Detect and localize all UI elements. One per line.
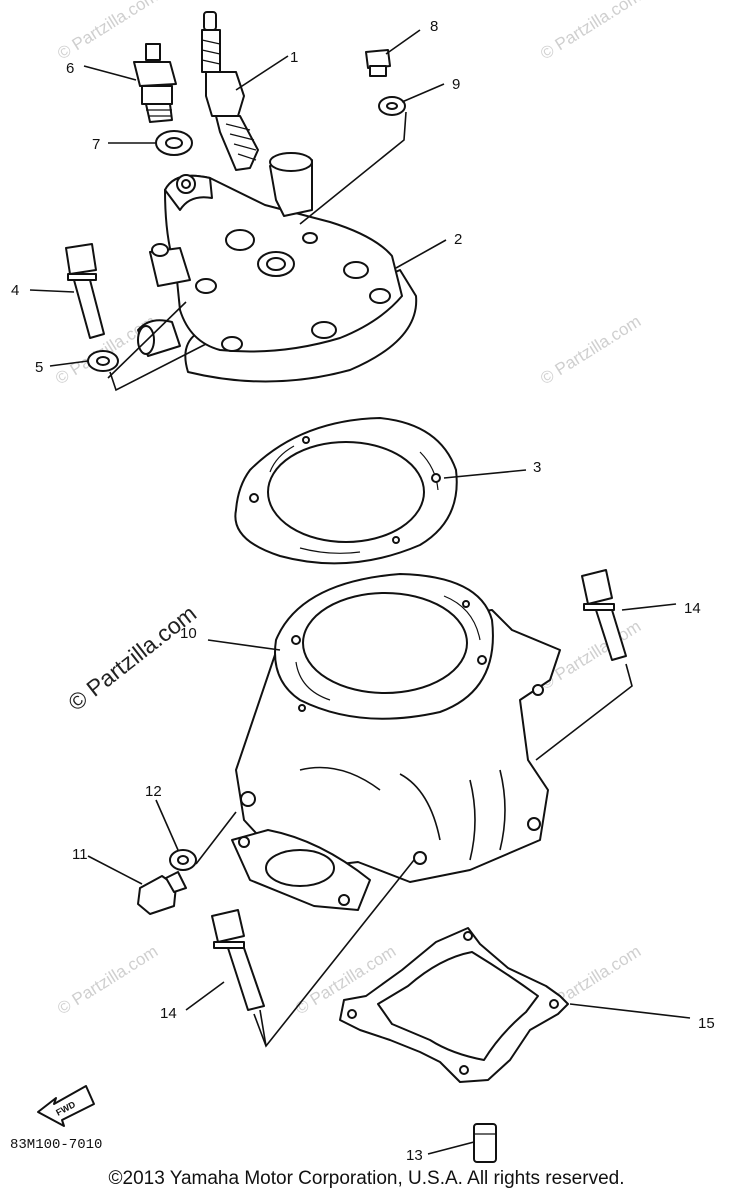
callout-5: 5 xyxy=(35,359,43,376)
diagram-ref-number: 83M100-7010 xyxy=(10,1137,102,1153)
dowel-pin-part xyxy=(473,1123,497,1163)
watermark: © Partzilla.com xyxy=(537,0,644,63)
callout-4: 4 xyxy=(11,282,19,299)
callout-6: 6 xyxy=(66,60,74,77)
washer-part-7 xyxy=(155,130,193,156)
bolt-part-4 xyxy=(65,243,105,339)
callout-13: 13 xyxy=(406,1147,423,1164)
head-gasket-part xyxy=(234,417,458,565)
watermark-main: © Partzilla.com xyxy=(63,600,201,716)
callout-9: 9 xyxy=(452,76,460,93)
washer-part-5 xyxy=(87,350,119,372)
bolt-part-11 xyxy=(137,871,187,915)
callout-2: 2 xyxy=(454,231,462,248)
watermark: © Partzilla.com xyxy=(54,942,161,1019)
callout-1: 1 xyxy=(290,49,298,66)
washer-part-9 xyxy=(378,96,406,116)
bolt-part-14-upper xyxy=(581,569,627,661)
copyright-text: ©2013 Yamaha Motor Corporation, U.S.A. A… xyxy=(108,1168,625,1189)
spark-plug-part xyxy=(201,11,259,171)
bolt-part-8 xyxy=(365,49,391,77)
washer-part-12 xyxy=(169,849,197,871)
callout-8: 8 xyxy=(430,18,438,35)
callout-11: 11 xyxy=(72,846,88,863)
fwd-arrow-icon: FWD xyxy=(37,1085,95,1127)
callout-15: 15 xyxy=(698,1015,715,1032)
callouts: 1 2 3 4 5 6 7 8 9 10 11 12 13 14 14 15 xyxy=(11,18,715,1164)
base-gasket-part xyxy=(339,927,569,1083)
callout-14-lower: 14 xyxy=(160,1005,177,1022)
leader-lines xyxy=(29,29,691,1155)
watermark: © Partzilla.com xyxy=(537,312,644,389)
temp-sensor-part xyxy=(133,43,177,123)
callout-10: 10 xyxy=(180,625,197,642)
callout-7: 7 xyxy=(92,136,100,153)
bolt-part-14-lower xyxy=(211,909,265,1011)
callout-12: 12 xyxy=(145,783,162,800)
cylinder-head-part xyxy=(137,152,418,383)
callout-3: 3 xyxy=(533,459,541,476)
callout-14-upper: 14 xyxy=(684,600,701,617)
cylinder-part xyxy=(231,573,561,911)
